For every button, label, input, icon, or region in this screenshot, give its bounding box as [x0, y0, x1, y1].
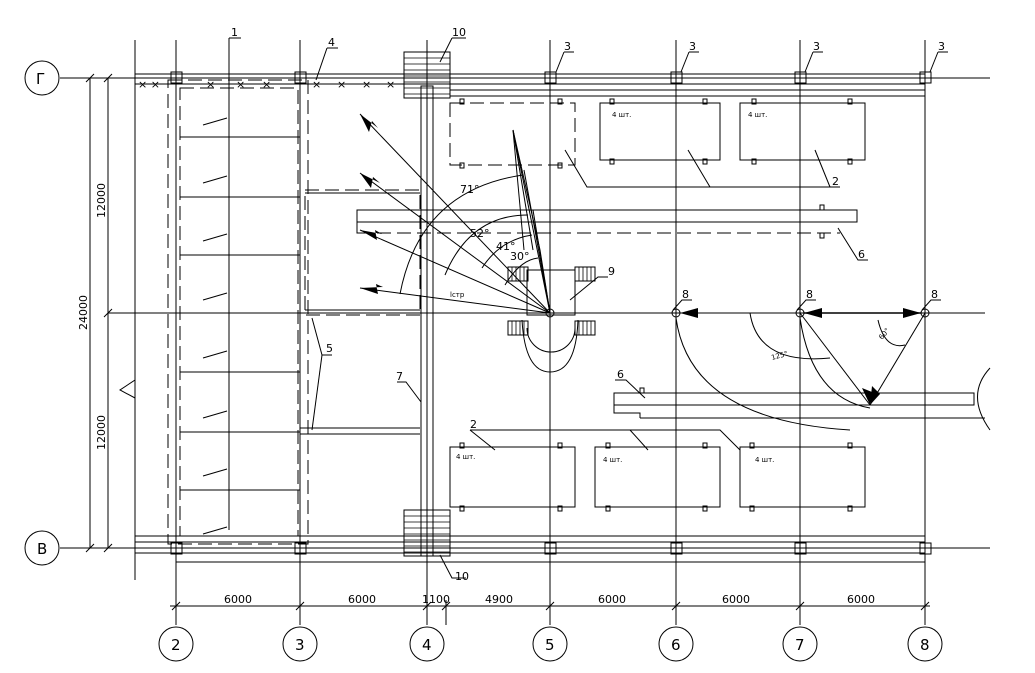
callout-2: 2 — [832, 175, 839, 188]
callout-1: 1 — [231, 26, 238, 39]
callouts: 1 4 10 3 3 3 3 2 6 9 8 8 8 5 7 6 — [231, 26, 948, 583]
dim-label: 1100 — [422, 593, 450, 606]
axis-bubble-7 — [782, 626, 818, 662]
radius-label: lстр — [450, 291, 465, 299]
angle-label: 30° — [510, 250, 530, 263]
beam-bottom — [613, 367, 991, 431]
rail-tracks: × × × × × × × × × — [135, 73, 925, 563]
storage-block-dashed — [449, 102, 576, 166]
axis-bubble-2 — [158, 626, 194, 662]
dim-label: 6000 — [348, 593, 376, 606]
warehouse-zone — [167, 37, 421, 545]
axis-label: Г — [36, 70, 45, 88]
pieces-label: 4 шт. — [603, 456, 622, 464]
axis-bubble-g — [24, 60, 60, 96]
rail-cross-marks: × × × × × × × × × — [138, 78, 395, 91]
dim-label: 6000 — [722, 593, 750, 606]
storage-blocks-bottom: 4 шт. 4 шт. 4 шт. — [449, 442, 866, 512]
callout-6: 6 — [858, 248, 865, 261]
axis-label: 8 — [920, 636, 930, 654]
column-markers — [170, 71, 932, 555]
callout-4: 4 — [328, 36, 335, 49]
pieces-label: 4 шт. — [748, 111, 767, 119]
axis-label: 6 — [671, 636, 681, 654]
storage-blocks-top: 4 шт. 4 шт. — [449, 98, 866, 169]
dim-label: 6000 — [847, 593, 875, 606]
svg-text:×: × — [236, 78, 245, 91]
storage-block — [449, 446, 576, 508]
axis-bubble-v — [24, 530, 60, 566]
callout-5: 5 — [326, 342, 333, 355]
crane-reach-lines: 71° 52° 41° 30° lстр — [359, 113, 551, 314]
svg-text:×: × — [386, 78, 395, 91]
callout-6: 6 — [617, 368, 624, 381]
axis-bubble-8 — [907, 626, 943, 662]
svg-text:×: × — [206, 78, 215, 91]
beam-top — [356, 204, 858, 239]
bottom-dimensions: 6000 6000 1100 4900 6000 6000 6000 — [170, 593, 930, 625]
svg-text:×: × — [362, 78, 371, 91]
dim-label: 4900 — [485, 593, 513, 606]
angle-label: 71° — [460, 183, 480, 196]
storage-block — [739, 102, 866, 161]
callout-8: 8 — [806, 288, 813, 301]
angle-label: 60° — [877, 327, 891, 342]
svg-text:× ×: × × — [138, 78, 160, 91]
dim-label: 6000 — [224, 593, 252, 606]
axis-label: 5 — [545, 636, 555, 654]
callout-8: 8 — [931, 288, 938, 301]
dim-top: 12000 — [95, 183, 108, 218]
axis-label: 3 — [295, 636, 305, 654]
callout-3: 3 — [938, 40, 945, 53]
dim-label: 6000 — [598, 593, 626, 606]
left-dimensions: 24000 12000 12000 — [77, 73, 136, 553]
callout-3: 3 — [564, 40, 571, 53]
crane-runway — [403, 51, 451, 557]
axis-label: 7 — [795, 636, 805, 654]
grid-lines — [60, 40, 990, 625]
axis-bubble-4 — [409, 626, 445, 662]
svg-text:×: × — [337, 78, 346, 91]
angle-label: 52° — [470, 227, 490, 240]
callout-7: 7 — [396, 370, 403, 383]
storage-block — [599, 102, 721, 161]
axis-bubble-6 — [658, 626, 694, 662]
axis-label: 2 — [171, 636, 181, 654]
axis-bubble-5 — [532, 626, 568, 662]
crane-positions-8: 125° 60° — [671, 308, 930, 431]
callout-10: 10 — [455, 570, 469, 583]
callout-3: 3 — [689, 40, 696, 53]
callout-9: 9 — [608, 265, 615, 278]
angle-label: 41° — [496, 240, 516, 253]
axis-label: 4 — [422, 636, 432, 654]
angle-label: 125° — [770, 350, 788, 362]
pieces-label: 4 шт. — [456, 453, 475, 461]
pieces-label: 4 шт. — [612, 111, 631, 119]
axis-label: В — [37, 540, 47, 558]
dim-bottom: 12000 — [95, 415, 108, 450]
svg-text:×: × — [262, 78, 271, 91]
callout-10: 10 — [452, 26, 466, 39]
crane-9 — [507, 266, 596, 373]
axis-bubble-3 — [282, 626, 318, 662]
storage-block — [594, 446, 721, 508]
end-stop-bottom — [403, 509, 451, 557]
callout-3: 3 — [813, 40, 820, 53]
svg-text:×: × — [312, 78, 321, 91]
dim-total: 24000 — [77, 295, 90, 330]
pieces-label: 4 шт. — [755, 456, 774, 464]
storage-block — [739, 446, 866, 508]
callout-8: 8 — [682, 288, 689, 301]
axis-bubbles: Г В 2 3 4 5 6 7 8 — [24, 60, 943, 662]
callout-2: 2 — [470, 418, 477, 431]
